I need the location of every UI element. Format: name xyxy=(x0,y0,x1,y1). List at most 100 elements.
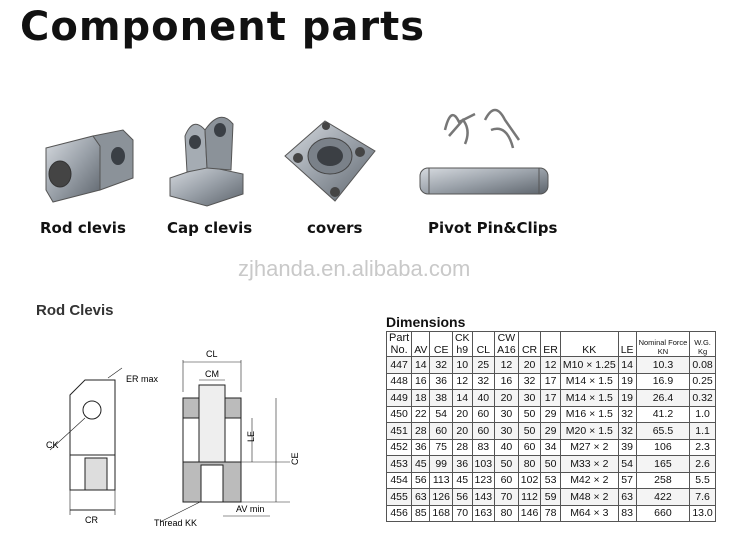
table-cell: 53 xyxy=(540,471,561,489)
table-cell: 20 xyxy=(517,356,542,374)
table-cell: 60 xyxy=(429,422,453,440)
table-cell: 19 xyxy=(617,389,637,407)
table-cell: 18 xyxy=(411,389,431,407)
table-cell: 16 xyxy=(494,372,519,390)
table-cell: 10 xyxy=(451,356,473,374)
table-cell: 168 xyxy=(429,504,453,522)
column-header: W.G.Kg xyxy=(689,331,716,357)
table-cell: 16 xyxy=(411,372,431,390)
table-cell: 30 xyxy=(517,389,542,407)
column-header-line2: Kg xyxy=(697,347,708,356)
column-header-line2: CL xyxy=(476,344,491,356)
column-header-line1: Nominal Force xyxy=(638,338,688,347)
table-cell: 50 xyxy=(517,405,542,423)
table-cell: 63 xyxy=(411,488,431,506)
table-cell: 56 xyxy=(451,488,473,506)
table-cell: 422 xyxy=(635,488,691,506)
table-cell: 32 xyxy=(471,372,496,390)
table-cell: 126 xyxy=(429,488,453,506)
table-cell: 448 xyxy=(385,372,413,390)
column-header: CR xyxy=(517,331,542,357)
cover-photo xyxy=(284,120,376,202)
table-cell: 452 xyxy=(385,438,413,456)
table-cell: 54 xyxy=(429,405,453,423)
table-cell: 32 xyxy=(617,422,637,440)
column-header-line2: h9 xyxy=(456,344,469,356)
table-cell: 14 xyxy=(617,356,637,374)
rod-clevis-drawing: ER max CK CR CL CM LE CE AV min Thread K… xyxy=(46,349,300,528)
table-cell: 258 xyxy=(635,471,691,489)
table-cell: 60 xyxy=(471,422,496,440)
table-cell: 113 xyxy=(429,471,453,489)
table-cell: 454 xyxy=(385,471,413,489)
table-cell: 40 xyxy=(471,389,496,407)
pivot-pin-photo xyxy=(419,108,549,195)
table-cell: 1.0 xyxy=(689,405,716,423)
table-cell: 453 xyxy=(385,455,413,473)
table-cell: 30 xyxy=(494,405,519,423)
table-cell: 165 xyxy=(635,455,691,473)
table-cell: 123 xyxy=(471,471,496,489)
table-cell: 29 xyxy=(540,405,561,423)
table-cell: M14 × 1.5 xyxy=(559,372,619,390)
table-cell: 38 xyxy=(429,389,453,407)
table-cell: 70 xyxy=(494,488,519,506)
table-cell: 19 xyxy=(617,372,637,390)
table-cell: M27 × 2 xyxy=(559,438,619,456)
ck-label: CK xyxy=(46,440,59,450)
table-cell: M48 × 2 xyxy=(559,488,619,506)
table-cell: 63 xyxy=(617,488,637,506)
table-cell: 36 xyxy=(451,455,473,473)
drawing-heading: Rod Clevis xyxy=(36,302,114,319)
table-cell: 17 xyxy=(540,389,561,407)
table-cell: 45 xyxy=(411,455,431,473)
table-cell: 29 xyxy=(540,422,561,440)
column-header: KK xyxy=(559,331,619,357)
table-cell: 451 xyxy=(385,422,413,440)
column-header-line2: CE xyxy=(433,344,449,356)
table-cell: 103 xyxy=(471,455,496,473)
table-cell: 20 xyxy=(451,405,473,423)
column-header-line2: A16 xyxy=(497,344,516,356)
table-cell: 456 xyxy=(385,504,413,522)
table-cell: 14 xyxy=(411,356,431,374)
table-cell: 660 xyxy=(635,504,691,522)
table-cell: 60 xyxy=(517,438,542,456)
table-cell: 2.6 xyxy=(689,455,716,473)
column-header: CE xyxy=(429,331,453,357)
table-cell: 83 xyxy=(471,438,496,456)
table-cell: 50 xyxy=(540,455,561,473)
table-cell: 32 xyxy=(517,372,542,390)
column-header-line1: W.G. xyxy=(694,338,711,347)
table-cell: 28 xyxy=(451,438,473,456)
part-label-pivot-pin: Pivot Pin&Clips xyxy=(428,219,558,237)
table-cell: M42 × 2 xyxy=(559,471,619,489)
table-cell: M16 × 1.5 xyxy=(559,405,619,423)
table-cell: 80 xyxy=(494,504,519,522)
table-cell: 36 xyxy=(411,438,431,456)
column-header-line1: Part xyxy=(389,332,410,344)
cr-label: CR xyxy=(85,515,98,525)
column-header-line2: No. xyxy=(390,344,408,356)
table-cell: M10 × 1.25 xyxy=(559,356,619,374)
table-cell: 32 xyxy=(429,356,453,374)
table-cell: 102 xyxy=(517,471,542,489)
table-cell: M64 × 3 xyxy=(559,504,619,522)
table-cell: 78 xyxy=(540,504,561,522)
table-cell: 57 xyxy=(617,471,637,489)
table-cell: 60 xyxy=(471,405,496,423)
table-cell: 60 xyxy=(494,471,519,489)
table-cell: 12 xyxy=(494,356,519,374)
table-cell: 25 xyxy=(471,356,496,374)
column-header-line1: CK xyxy=(454,332,470,344)
table-cell: 75 xyxy=(429,438,453,456)
table-cell: 40 xyxy=(494,438,519,456)
ce-label: CE xyxy=(290,452,300,465)
